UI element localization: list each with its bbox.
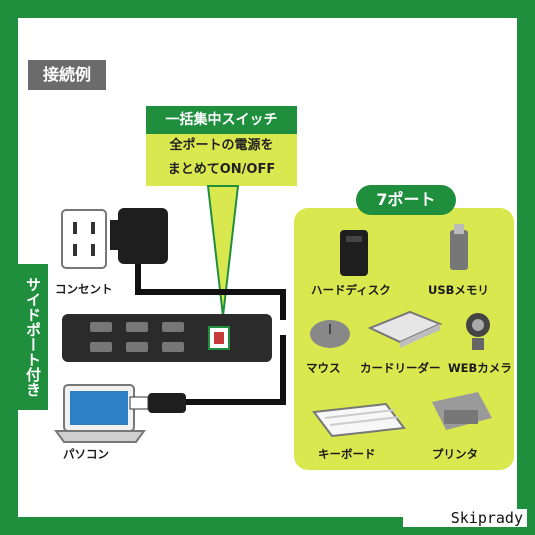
printer-icon: [432, 392, 492, 430]
usb-plug-icon: [129, 393, 186, 413]
web-camera-label: WEBカメラ: [448, 361, 512, 375]
keyboard-icon: [312, 402, 406, 438]
switch-callout-body: 全ポートの電源を まとめてON/OFF: [146, 134, 297, 186]
laptop-label: パソコン: [63, 447, 109, 461]
callout-line-2: まとめてON/OFF: [167, 162, 276, 177]
watermark: Skiprady: [403, 509, 527, 527]
usb-cable: [185, 335, 286, 405]
card-reader-label: カードリーダー: [360, 361, 441, 375]
usb-memory-label: USBメモリ: [428, 283, 489, 297]
section-label: 接続例: [28, 60, 106, 90]
usb-memory-icon: [450, 224, 468, 270]
callout-line-1: 全ポートの電源を: [169, 138, 274, 153]
power-cable: [135, 264, 286, 320]
callout-pointer: [206, 185, 240, 317]
devices-group-title: 7ポート: [356, 185, 456, 215]
outlet-icon: [61, 209, 107, 269]
side-port-label: サイドポート付き: [18, 264, 48, 410]
switch-callout-title: 一括集中スイッチ: [146, 106, 297, 134]
outlet-label: コンセント: [55, 282, 113, 296]
hard-disk-label: ハードディスク: [311, 283, 391, 297]
keyboard-label: キーボード: [318, 447, 376, 461]
usb-hub-icon: [62, 314, 272, 362]
web-camera-icon: [466, 313, 490, 350]
power-adapter-icon: [110, 208, 168, 264]
mouse-label: マウス: [306, 361, 341, 375]
card-reader-icon: [367, 310, 443, 348]
mouse-icon: [310, 320, 350, 348]
laptop-icon: [54, 384, 146, 443]
hard-disk-icon: [340, 230, 368, 276]
printer-label: プリンタ: [432, 447, 478, 461]
